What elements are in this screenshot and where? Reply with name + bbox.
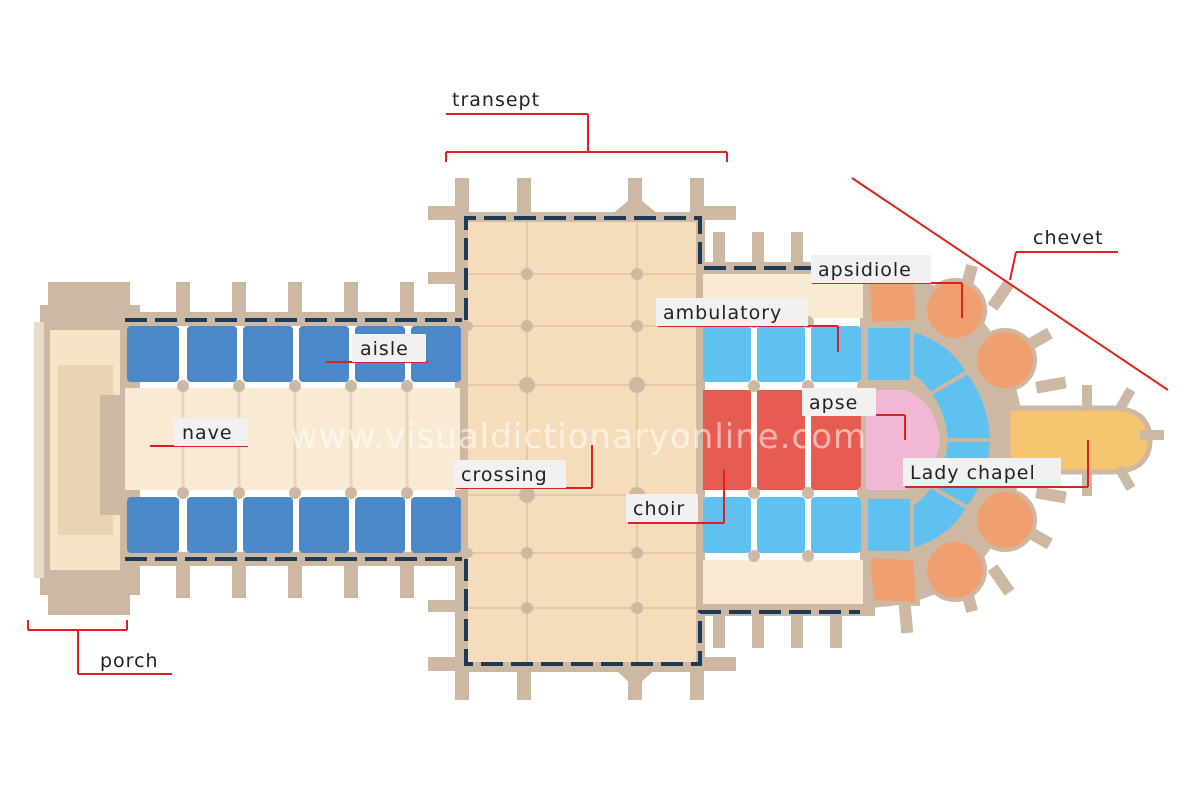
- label-lady-chapel-text: Lady chapel: [910, 462, 1036, 484]
- choir-area: [703, 274, 871, 604]
- label-apse: apse: [802, 388, 876, 416]
- label-apsidiole: apsidiole: [811, 255, 931, 283]
- label-nave-text: nave: [182, 422, 233, 444]
- piers: [177, 380, 413, 499]
- label-porch-text: porch: [100, 650, 159, 672]
- label-ambulatory: ambulatory: [656, 298, 808, 326]
- watermark-text: www.visualdictionaryonline.com: [290, 417, 867, 457]
- wall-outlines: [125, 216, 860, 666]
- label-lady-chapel: Lady chapel: [903, 458, 1061, 486]
- transept-area: [463, 222, 696, 662]
- label-aisle: aisle: [352, 334, 426, 362]
- label-crossing-text: crossing: [461, 464, 548, 486]
- label-chevet-text: chevet: [1033, 227, 1104, 249]
- label-transept-text: transept: [452, 89, 540, 111]
- label-transept: transept: [452, 89, 540, 111]
- label-apsidiole-text: apsidiole: [818, 259, 912, 281]
- label-apse-text: apse: [809, 392, 858, 414]
- label-porch: porch: [100, 650, 159, 672]
- label-choir-text: choir: [633, 498, 685, 520]
- buttresses: [176, 178, 1067, 700]
- aisle-cells: [127, 326, 461, 553]
- label-chevet: chevet: [1033, 227, 1104, 249]
- porch-area: [34, 322, 122, 578]
- apsidiole-chapels: [865, 277, 1037, 607]
- label-crossing: crossing: [454, 460, 566, 488]
- label-nave: nave: [174, 418, 248, 446]
- label-choir: choir: [626, 494, 698, 522]
- label-aisle-text: aisle: [360, 338, 409, 360]
- label-ambulatory-text: ambulatory: [663, 302, 782, 324]
